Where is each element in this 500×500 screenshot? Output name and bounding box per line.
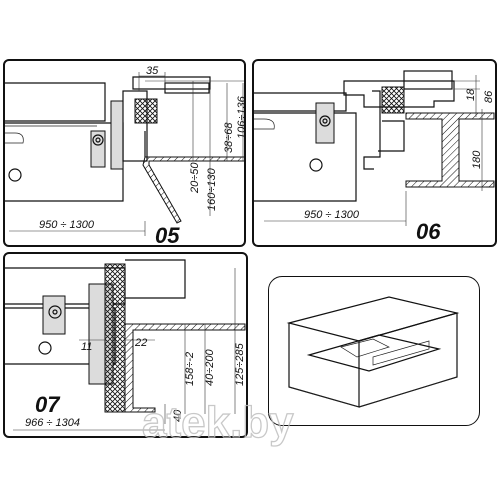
width-dim-label: 950 ÷ 1300 [39,219,95,231]
dim-c-label: 180 [471,150,483,169]
dim-b-label: 160÷130 [206,167,218,211]
panel-number: 06 [416,219,441,244]
width-dim-label: 966 ÷ 1304 [25,417,80,429]
dim-top-label: 35 [146,65,159,77]
dim-f-label: 40 [172,409,184,422]
steel-beam [405,112,495,188]
dim-a-label: 18 [465,88,477,101]
dim-a-label: 20÷50 [189,162,201,194]
panel-05: 35 20÷50 160÷130 38÷68 106÷136 950 ÷ 130… [3,59,246,247]
insulation-block [381,86,405,114]
handle-bracket [90,130,106,168]
insulation-block [134,98,158,124]
slab-top [286,296,460,342]
door-leaf-top [5,82,106,122]
dim-b-label: 22 [134,337,147,349]
panel-07: 11 22 158÷-2 40÷200 125÷285 40 966 ÷ 130… [3,252,248,438]
panel-number: 07 [35,392,61,417]
frame-channel [124,323,246,413]
width-dim-label: 950 ÷ 1300 [304,209,360,221]
panel-06: 18 86 180 950 ÷ 1300 06 [252,59,497,247]
frame-profile [142,156,244,224]
panel-3d-view [268,276,480,426]
dim-a-label: 11 [81,341,92,353]
dim-d-label: 106÷136 [236,95,246,139]
dim-c-label: 158÷-2 [184,352,196,386]
dim-c-label: 38÷68 [223,122,235,153]
insulation-strip [104,263,126,413]
dim-b-label: 86 [483,90,495,103]
dim-e-label: 125÷285 [234,342,246,386]
dim-d-label: 40÷200 [204,348,216,386]
panel-number: 05 [155,223,180,247]
